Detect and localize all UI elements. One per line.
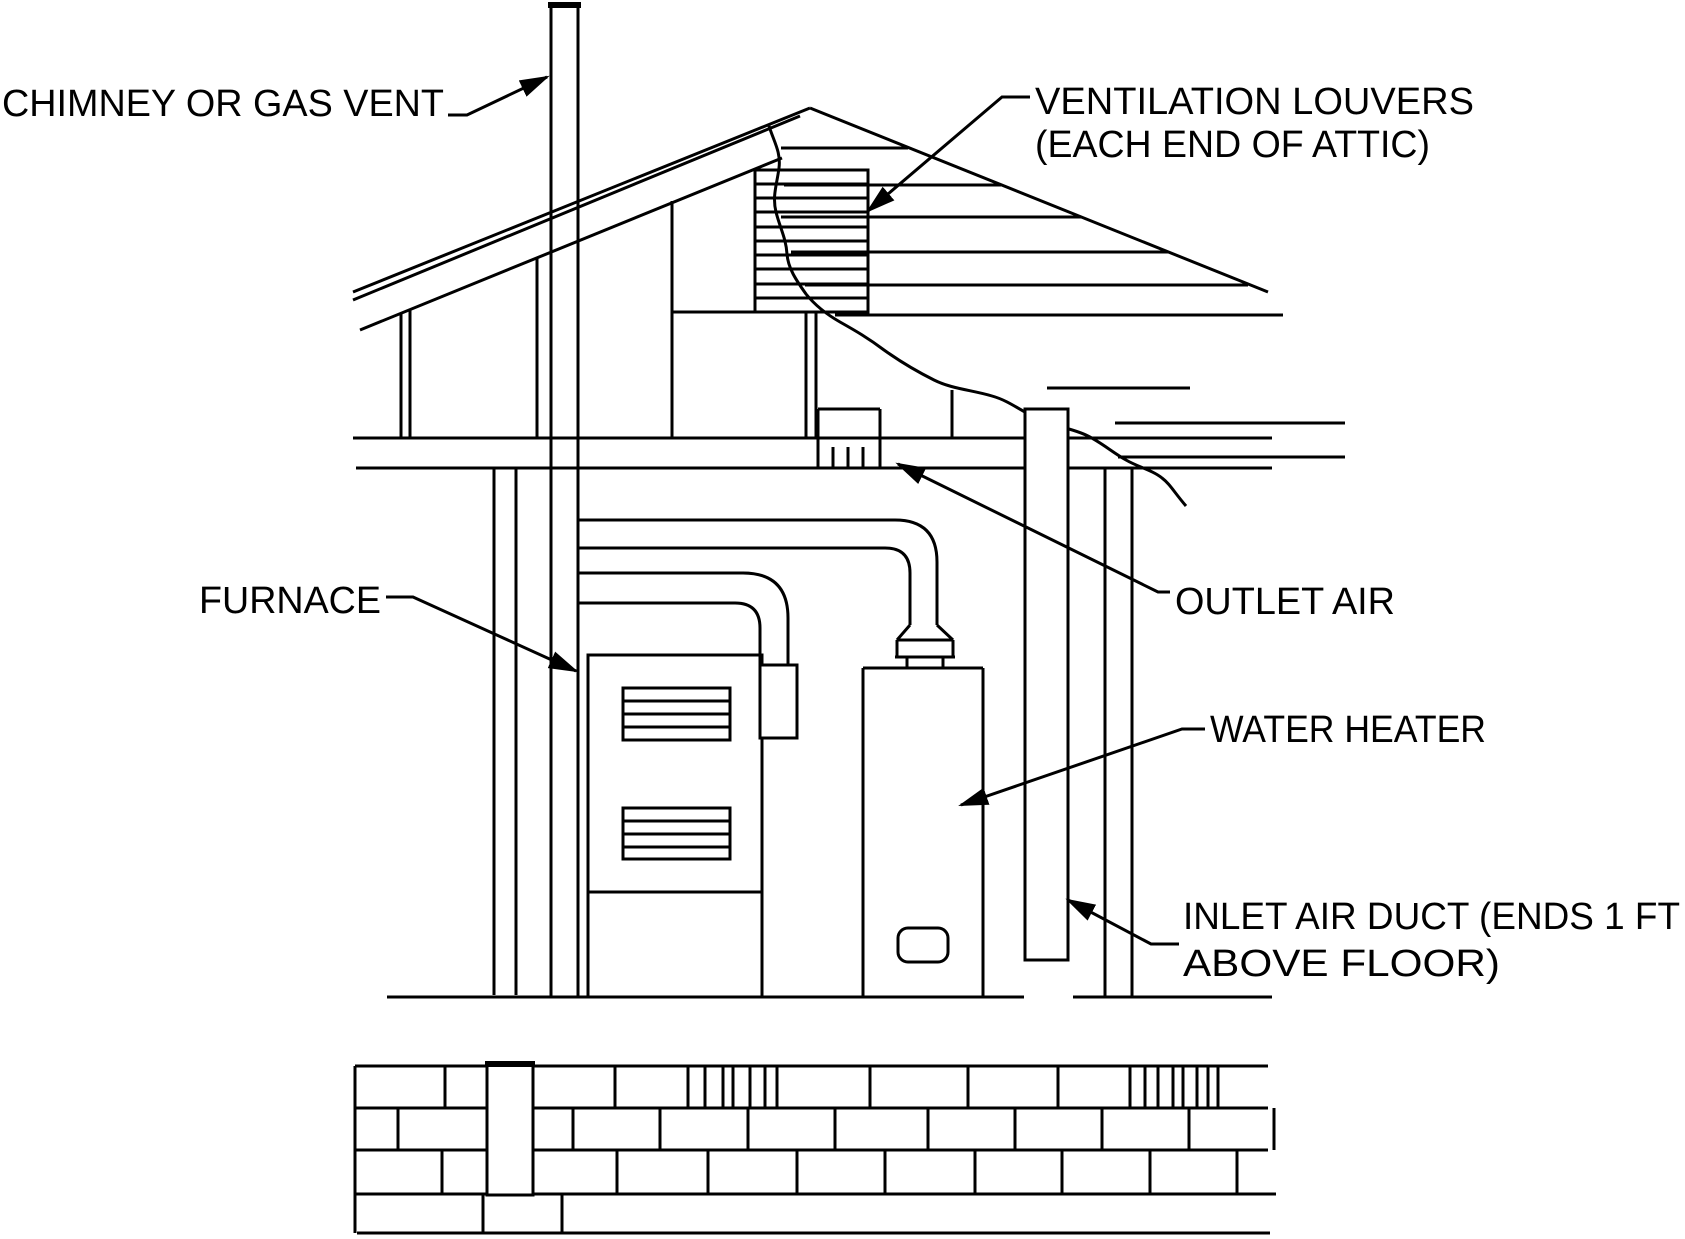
inlet-duct-leader-arrow (1065, 898, 1179, 946)
roof-right-slope (809, 106, 1269, 294)
ventilation-louvers-label-line2: (EACH END OF ATTIC) (1035, 124, 1430, 166)
foundation-block-wall (353, 1061, 1276, 1235)
ceiling (353, 436, 1272, 470)
louver-slats (755, 182, 868, 300)
block-joints-row2 (396, 1108, 1191, 1150)
foundation-pilaster (485, 1061, 535, 1197)
furnace-flue-collar (758, 663, 799, 740)
furnace (586, 653, 799, 999)
roof (352, 106, 1269, 332)
attic-sheathing-lines (781, 183, 1345, 459)
water-heater-leader-arrow (958, 727, 1205, 807)
ventilation-louvers-label-line1: VENTILATION LOUVERS (1035, 81, 1474, 123)
block-joints-row4 (481, 1194, 564, 1233)
furnace-leader-arrow (386, 595, 579, 673)
inlet-air-duct (1023, 407, 1070, 962)
water-heater-vent-connector (578, 518, 939, 625)
wall-studs (492, 468, 1134, 997)
furnace-upper-grille (621, 686, 732, 742)
outlet-air-leader-arrow (895, 462, 1170, 594)
inlet-air-duct-label-line1: INLET AIR DUCT (ENDS 1 FT (1183, 896, 1680, 938)
vent-block-right (1128, 1066, 1220, 1108)
furnace-label: FURNACE (199, 580, 381, 622)
attic-framing (399, 201, 954, 438)
furnace-vent-connector (578, 571, 790, 665)
ventilation-louver (753, 168, 870, 314)
leader-lines (386, 75, 1205, 946)
labels: CHIMNEY OR GAS VENT VENTILATION LOUVERS … (2, 81, 1680, 985)
inlet-air-duct-label-line2: ABOVE FLOOR) (1183, 943, 1500, 985)
register-grille-ticks (831, 447, 865, 468)
water-heater (861, 623, 985, 997)
outlet-air-register (816, 407, 882, 468)
chimney-pipe (548, 2, 581, 997)
draft-hood (895, 623, 955, 668)
roof-left-slope-outer (352, 106, 811, 294)
burner-access-door (896, 926, 950, 964)
outlet-air-label: OUTLET AIR (1175, 581, 1395, 623)
furnace-cabinet (586, 653, 764, 999)
vent-block-left (686, 1066, 779, 1108)
roof-left-slope-inner (359, 156, 783, 332)
chimney-label: CHIMNEY OR GAS VENT (2, 83, 444, 125)
louvers-leader-arrow (865, 95, 1030, 213)
block-joints-row3 (440, 1150, 1239, 1194)
block-joints-row1 (443, 1066, 1060, 1108)
furnace-lower-grille (621, 806, 732, 861)
chimney-leader-arrow (448, 75, 550, 117)
water-heater-label: WATER HEATER (1210, 709, 1486, 751)
